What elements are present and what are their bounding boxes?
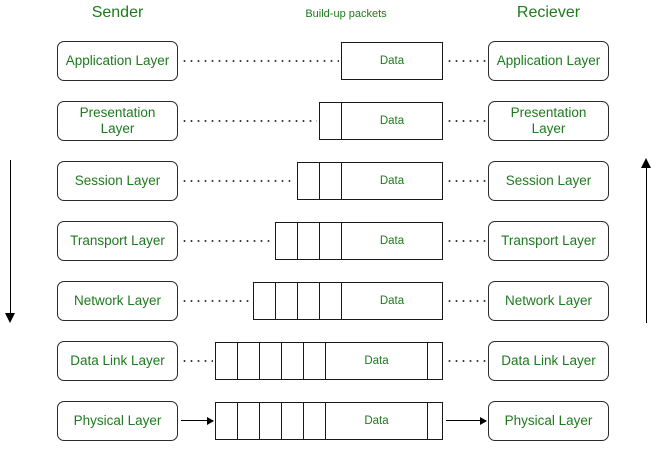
receiver-layer-box[interactable]: Physical Layer [488, 401, 609, 441]
layer-row: Data Link Layer Data Data Link Layer [0, 341, 666, 387]
packet: Data [297, 162, 443, 200]
packet-header-cell [297, 162, 319, 200]
receiver-layer-box[interactable]: Network Layer [488, 281, 609, 321]
sender-arrow-line [10, 160, 12, 315]
packet-header-cell [237, 342, 259, 380]
sender-layer-box[interactable]: Data Link Layer [57, 341, 178, 381]
packet-header-cell [275, 222, 297, 260]
packet-trailer-cell [427, 402, 443, 440]
packet-header-cell [297, 222, 319, 260]
packet: Data [253, 282, 443, 320]
packet-to-receiver-connector [446, 60, 486, 62]
sender-layer-box[interactable]: Network Layer [57, 281, 178, 321]
packet-header-cell [259, 342, 281, 380]
packet-header-cell [319, 102, 341, 140]
packet-data-cell: Data [325, 402, 427, 440]
packet-header-cell [319, 222, 341, 260]
packet-to-receiver-connector [446, 420, 486, 422]
sender-to-packet-connector [181, 180, 295, 182]
packet-header-cell [281, 342, 303, 380]
layer-row: Physical Layer Data Physical Layer [0, 401, 666, 447]
packet-header-cell [319, 282, 341, 320]
packet: Data [319, 102, 443, 140]
packet-header-cell [281, 402, 303, 440]
packet-data-cell: Data [341, 222, 443, 260]
sender-to-packet-connector [181, 60, 339, 62]
packet-header-cell [237, 402, 259, 440]
sender-layer-box[interactable]: Transport Layer [57, 221, 178, 261]
packet-header-cell [215, 342, 237, 380]
receiver-arrow-head-up-icon [641, 158, 651, 168]
packet-header-cell [259, 402, 281, 440]
packet-header-cell [253, 282, 275, 320]
receiver-layer-box[interactable]: Data Link Layer [488, 341, 609, 381]
receiver-arrow-line [646, 168, 648, 323]
packet: Data [215, 342, 443, 380]
packet-header-cell [303, 342, 325, 380]
packet-data-cell: Data [341, 282, 443, 320]
sender-layer-box[interactable]: Application Layer [57, 41, 178, 81]
receiver-layer-box[interactable]: Session Layer [488, 161, 609, 201]
buildup-packets-heading: Build-up packets [305, 8, 387, 20]
sender-to-packet-connector [181, 360, 213, 362]
sender-to-packet-connector [181, 240, 273, 242]
packet-to-receiver-connector [446, 300, 486, 302]
packet-header-cell [319, 162, 341, 200]
sender-layer-box[interactable]: Physical Layer [57, 401, 178, 441]
layer-row: Presentation Layer Data Presentation Layer [0, 101, 666, 147]
packet-to-receiver-connector [446, 180, 486, 182]
packet: Data [215, 402, 443, 440]
packet-to-receiver-connector [446, 360, 486, 362]
receiver-layer-box[interactable]: Transport Layer [488, 221, 609, 261]
receiver-layer-box[interactable]: Application Layer [488, 41, 609, 81]
packet: Data [341, 42, 443, 80]
packet-data-cell: Data [325, 342, 427, 380]
sender-layer-box[interactable]: Presentation Layer [57, 101, 178, 141]
packet: Data [275, 222, 443, 260]
layer-row: Application Layer Data Application Layer [0, 41, 666, 87]
layer-row: Session Layer Data Session Layer [0, 161, 666, 207]
packet-to-receiver-connector [446, 120, 486, 122]
receiver-layer-box[interactable]: Presentation Layer [488, 101, 609, 141]
layer-row: Network Layer Data Network Layer [0, 281, 666, 327]
sender-to-packet-connector [181, 420, 213, 422]
packet-data-cell: Data [341, 162, 443, 200]
packet-header-cell [303, 402, 325, 440]
receiver-heading: Reciever [516, 4, 581, 21]
sender-to-packet-connector [181, 300, 251, 302]
sender-arrow-head-down-icon [5, 313, 15, 323]
packet-data-cell: Data [341, 102, 443, 140]
packet-to-receiver-connector [446, 240, 486, 242]
packet-header-cell [275, 282, 297, 320]
sender-layer-box[interactable]: Session Layer [57, 161, 178, 201]
sender-to-packet-connector [181, 120, 317, 122]
packet-header-cell [215, 402, 237, 440]
packet-data-cell: Data [341, 42, 443, 80]
sender-heading: Sender [91, 4, 144, 21]
layer-row: Transport Layer Data Transport Layer [0, 221, 666, 267]
packet-header-cell [297, 282, 319, 320]
packet-trailer-cell [427, 342, 443, 380]
